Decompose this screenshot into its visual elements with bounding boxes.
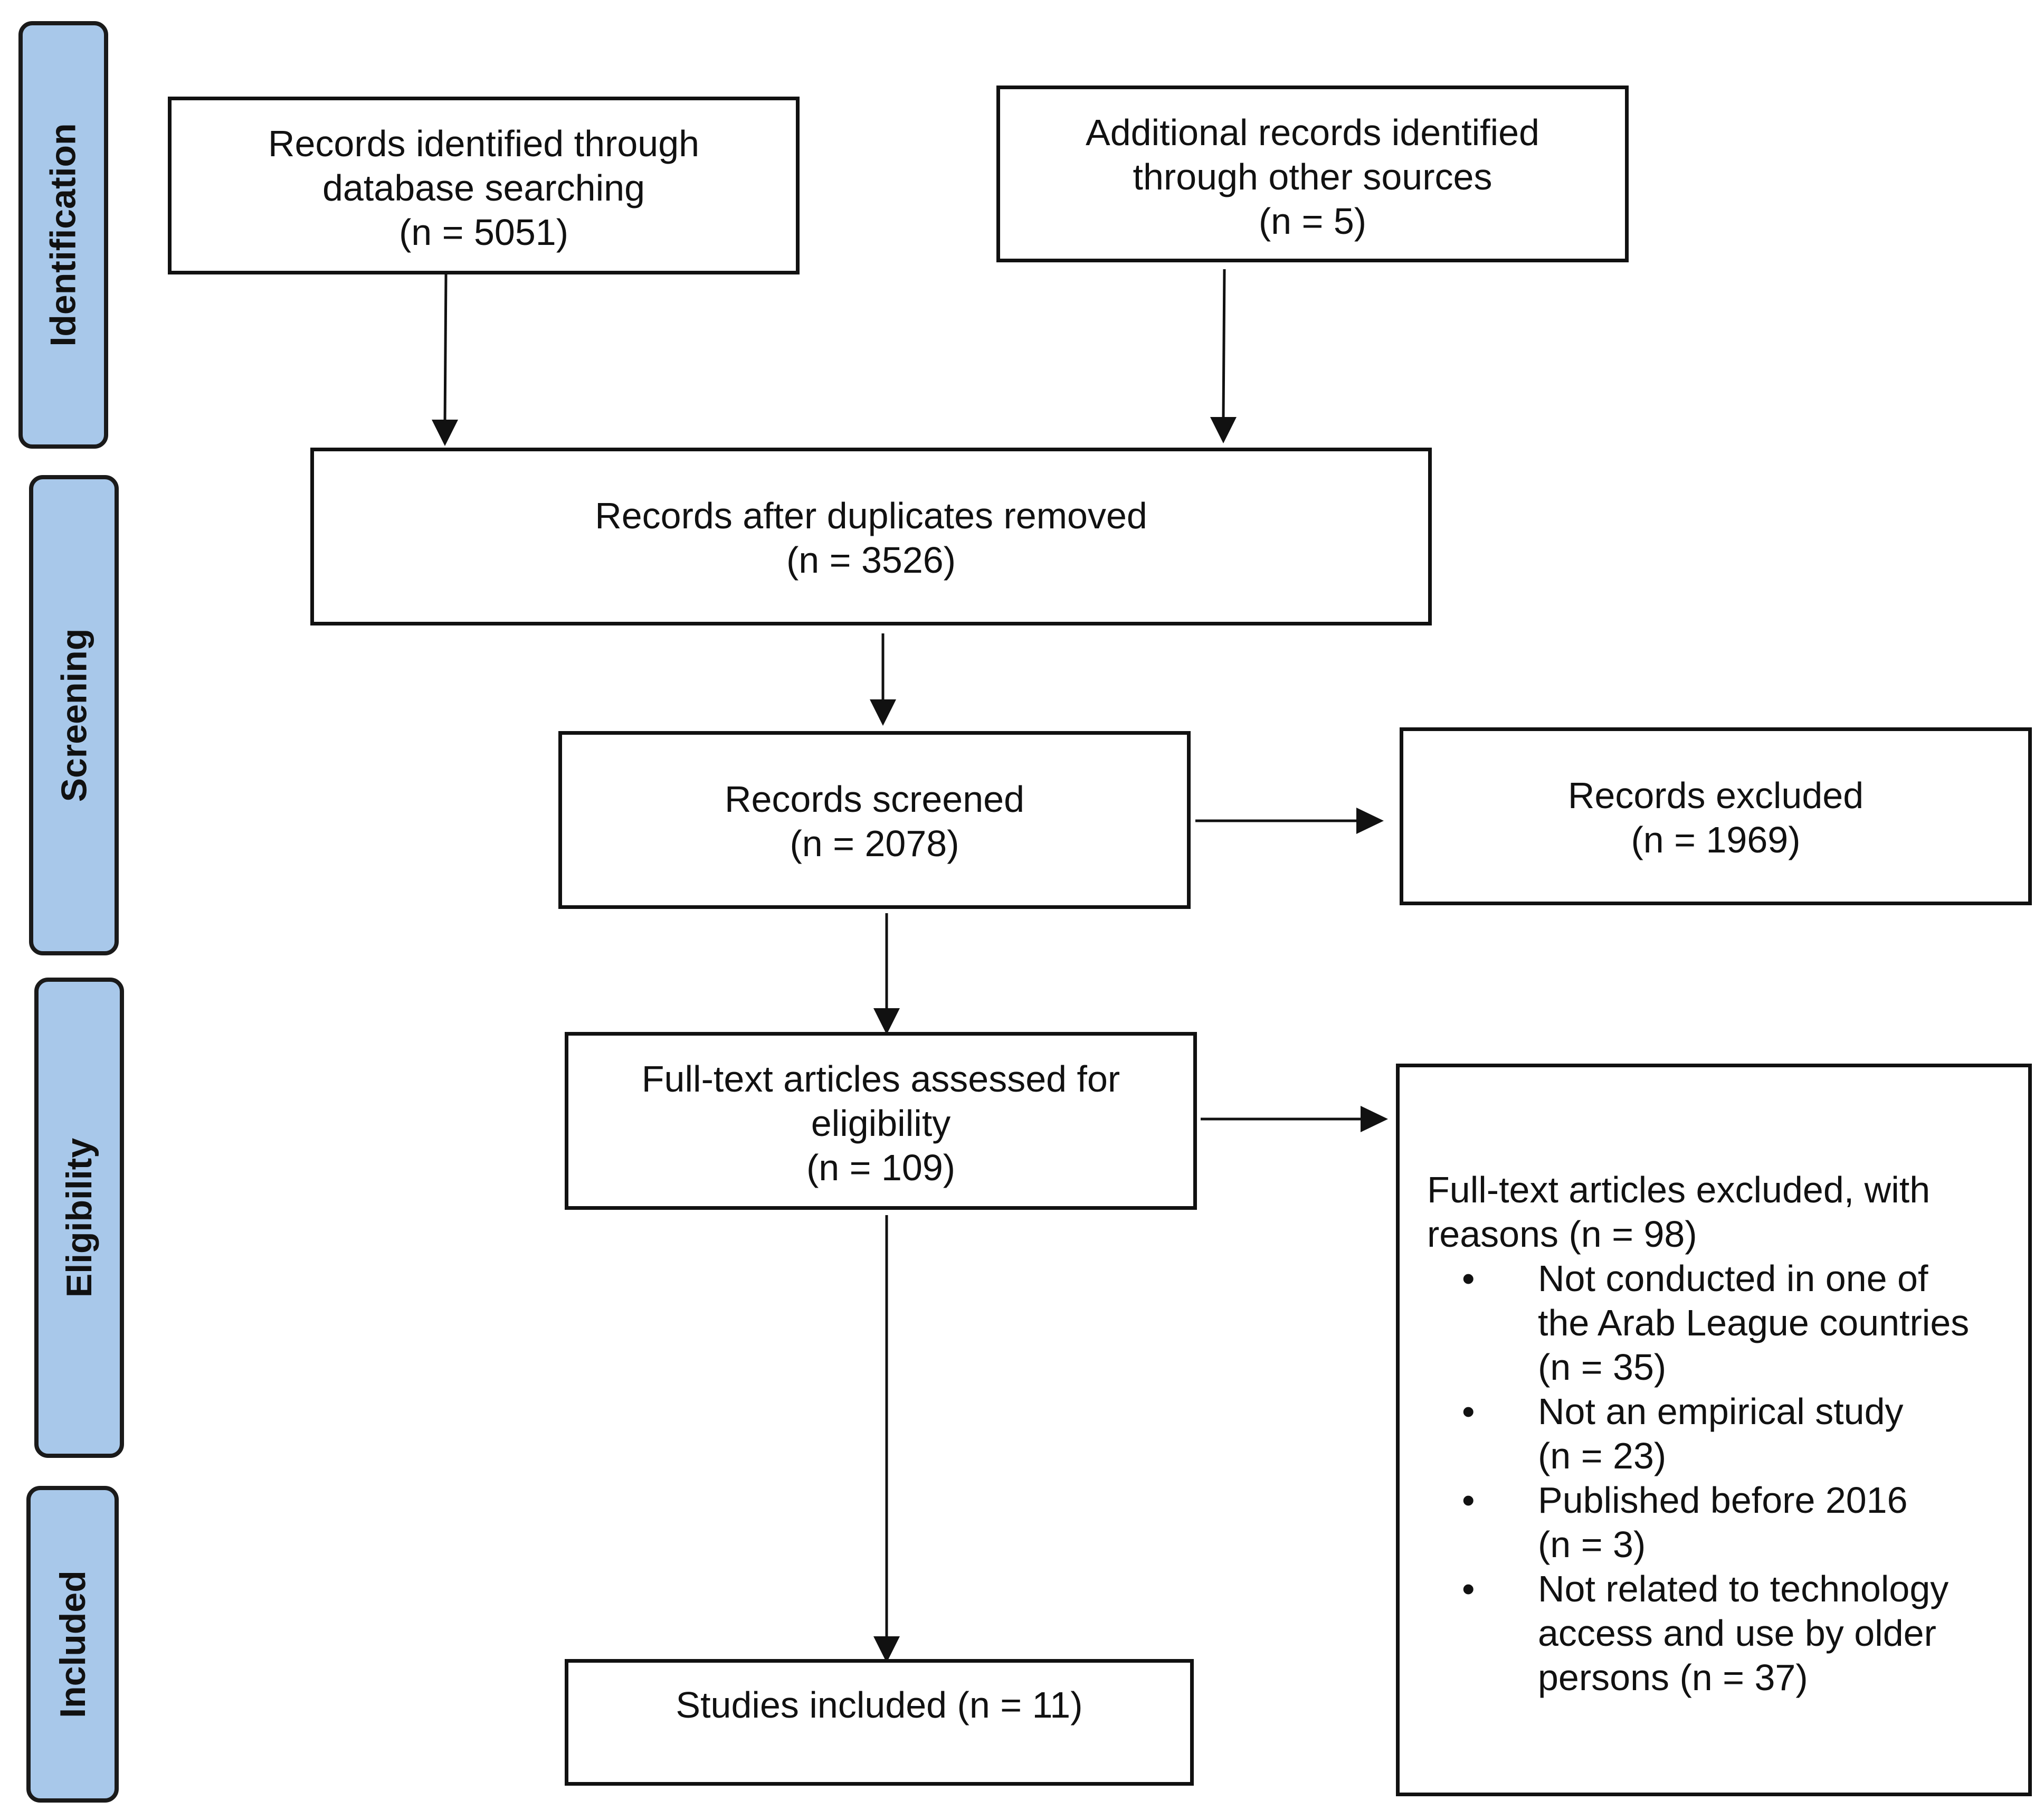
- stage-identification: Identification: [18, 21, 108, 449]
- exclusion-reason: • Not an empirical study (n = 23): [1400, 1389, 1969, 1478]
- stage-eligibility: Eligibility: [34, 978, 124, 1458]
- bullet: •: [1462, 1480, 1475, 1521]
- reason-line: (n = 3): [1538, 1524, 1646, 1565]
- reason-line: Not an empirical study: [1538, 1391, 1904, 1432]
- reason-line: the Arab League countries: [1538, 1302, 1970, 1343]
- box-records-screened: Records screened (n = 2078): [558, 731, 1191, 909]
- arrow-database-to-duplicates: [443, 274, 448, 423]
- arrowhead: [1210, 417, 1237, 443]
- bullet: •: [1462, 1391, 1475, 1432]
- arrowhead: [873, 1636, 900, 1663]
- box-line: through other sources: [1133, 156, 1492, 197]
- box-count: (n = 5): [1258, 201, 1367, 242]
- arrow-other-to-duplicates: [1222, 269, 1226, 418]
- box-count: (n = 109): [806, 1147, 956, 1188]
- box-line: Studies included (n = 11): [676, 1684, 1083, 1726]
- stage-label: Screening: [54, 628, 94, 802]
- stage-label: Eligibility: [59, 1138, 99, 1298]
- box-line: Records screened: [724, 779, 1025, 820]
- box-fulltext-assessed: Full-text articles assessed for eligibil…: [565, 1032, 1197, 1210]
- reason-line: Not conducted in one of: [1538, 1258, 1928, 1299]
- exclusion-heading-line: Full-text articles excluded, with: [1427, 1169, 1931, 1210]
- exclusion-reason: • Published before 2016 (n = 3): [1400, 1478, 1969, 1567]
- box-count: (n = 3526): [786, 539, 956, 581]
- box-count: (n = 2078): [790, 823, 959, 864]
- exclusion-reason: • Not related to technology access and u…: [1400, 1567, 1969, 1700]
- stage-screening: Screening: [29, 475, 119, 955]
- box-line: Records excluded: [1567, 775, 1864, 816]
- reason-line: persons (n = 37): [1538, 1657, 1808, 1698]
- bullet: •: [1462, 1568, 1475, 1609]
- exclusion-reasons-list: • Not conducted in one of the Arab Leagu…: [1400, 1256, 1969, 1700]
- exclusion-heading: Full-text articles excluded, with reason…: [1427, 1168, 1930, 1256]
- reason-line: (n = 23): [1538, 1435, 1667, 1476]
- box-records-excluded: Records excluded (n = 1969): [1400, 727, 2032, 905]
- reason-line: (n = 35): [1538, 1347, 1667, 1388]
- box-line: Records after duplicates removed: [595, 495, 1147, 536]
- box-line: Records identified through: [268, 123, 700, 164]
- arrowhead: [870, 699, 896, 726]
- box-line: database searching: [322, 167, 645, 208]
- box-duplicates-removed: Records after duplicates removed (n = 35…: [310, 448, 1432, 625]
- arrowhead: [1361, 1106, 1388, 1132]
- arrowhead: [873, 1008, 900, 1035]
- exclusion-reason: • Not conducted in one of the Arab Leagu…: [1400, 1256, 1969, 1389]
- box-count: (n = 1969): [1631, 819, 1801, 860]
- box-count: (n = 5051): [398, 212, 569, 253]
- box-other-sources: Additional records identified through ot…: [996, 86, 1629, 262]
- reason-line: Published before 2016: [1538, 1480, 1908, 1521]
- box-database-records: Records identified through database sear…: [168, 97, 800, 274]
- stage-included: Included: [26, 1486, 119, 1803]
- reason-line: Not related to technology: [1538, 1568, 1949, 1609]
- box-line: eligibility: [811, 1103, 951, 1144]
- arrowhead: [1356, 808, 1384, 834]
- exclusion-heading-line: reasons (n = 98): [1427, 1214, 1697, 1255]
- box-fulltext-excluded: Full-text articles excluded, with reason…: [1396, 1064, 2032, 1796]
- box-line: Additional records identified: [1086, 112, 1539, 153]
- reason-line: access and use by older: [1538, 1613, 1936, 1654]
- stage-label: Included: [52, 1570, 93, 1718]
- stage-label: Identification: [43, 123, 84, 347]
- box-line: Full-text articles assessed for: [641, 1058, 1120, 1099]
- box-studies-included: Studies included (n = 11): [565, 1659, 1194, 1786]
- bullet: •: [1462, 1258, 1475, 1299]
- arrowhead: [432, 420, 458, 446]
